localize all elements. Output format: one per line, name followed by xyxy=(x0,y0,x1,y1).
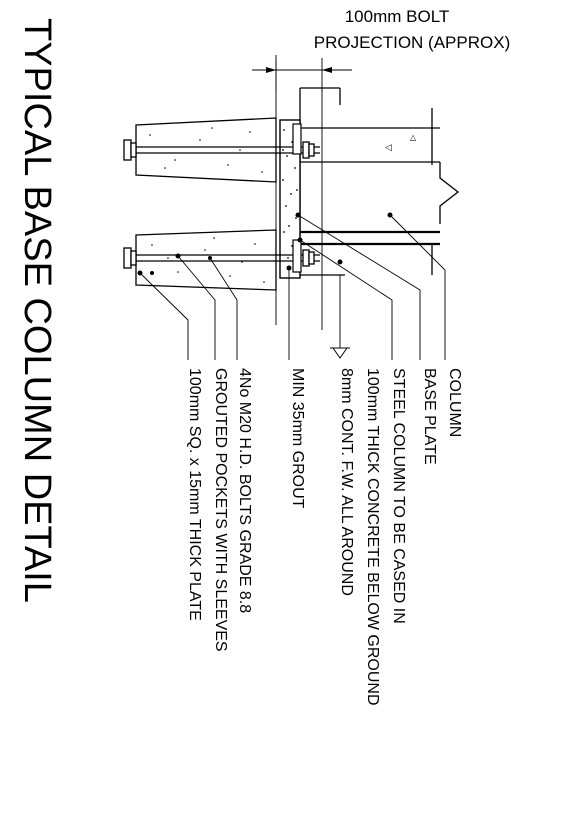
hd-bolt-lower xyxy=(123,247,320,269)
drawing-title: TYPICAL BASE COLUMN DETAIL xyxy=(16,18,58,603)
base-plate xyxy=(279,119,301,279)
label-column: COLUMN xyxy=(446,368,463,437)
svg-text:△: △ xyxy=(410,133,417,142)
grouted-pocket-upper xyxy=(135,117,277,183)
dimension-label-line1: 100mm BOLT xyxy=(345,7,450,26)
dimension-line xyxy=(252,58,352,92)
grouted-pocket-lower xyxy=(135,229,277,291)
label-grouted-pockets: GROUTED POCKETS WITH SLEEVES xyxy=(212,368,229,652)
label-base-plate: BASE PLATE xyxy=(421,368,438,465)
label-min-grout: MIN 35mm GROUT xyxy=(289,368,306,509)
concrete-casing-upper: ◁ △ xyxy=(299,87,440,275)
label-concrete-below-ground: 100mm THICK CONCRETE BELOW GROUND xyxy=(364,368,381,706)
column-break-line xyxy=(439,162,460,224)
leader-lines xyxy=(137,212,446,360)
bolt-washer-plates xyxy=(292,123,302,273)
hd-bolt-upper xyxy=(123,139,320,161)
steel-column-flange xyxy=(300,230,440,276)
label-square-plate: 100mm SQ. x 15mm THICK PLATE xyxy=(186,368,203,621)
label-fillet-weld: 8mm CONT. F.W. ALL AROUND xyxy=(338,368,355,596)
svg-text:◁: ◁ xyxy=(385,142,392,152)
label-hd-bolts: 4No M20 H.D. BOLTS GRADE 8.8 xyxy=(236,368,253,613)
ground-level-marker xyxy=(330,275,350,359)
label-steel-column-cased: STEEL COLUMN TO BE CASED IN xyxy=(390,368,407,624)
dimension-label-line2: PROJECTION (APPROX) xyxy=(314,33,510,52)
